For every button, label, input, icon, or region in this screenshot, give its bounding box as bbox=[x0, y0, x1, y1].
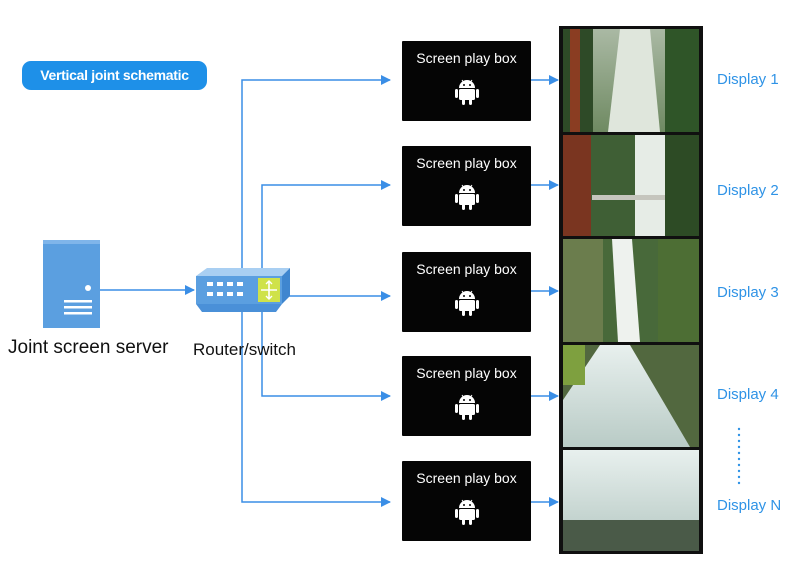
display-wall bbox=[559, 26, 703, 554]
display-label-4: Display 4 bbox=[717, 386, 779, 403]
play-box-label: Screen play box bbox=[416, 365, 517, 381]
android-icon bbox=[455, 499, 479, 525]
display-label-1: Display 1 bbox=[717, 71, 779, 88]
link-router-box-1 bbox=[241, 75, 391, 271]
link-router-box-4 bbox=[261, 312, 391, 401]
play-box-label: Screen play box bbox=[416, 155, 517, 171]
play-box-label: Screen play box bbox=[416, 261, 517, 277]
display-label-3: Display 3 bbox=[717, 284, 779, 301]
continuation-dots bbox=[737, 427, 741, 485]
router-switch-icon bbox=[196, 268, 290, 312]
play-box-4: Screen play box bbox=[402, 356, 531, 436]
android-icon bbox=[455, 79, 479, 105]
server-icon bbox=[43, 240, 100, 328]
play-box-label: Screen play box bbox=[416, 470, 517, 486]
link-router-box-5 bbox=[241, 312, 391, 507]
play-box-1: Screen play box bbox=[402, 41, 531, 121]
server-label: Joint screen server bbox=[8, 337, 169, 358]
router-label: Router/switch bbox=[193, 340, 296, 359]
android-icon bbox=[455, 290, 479, 316]
android-icon bbox=[455, 394, 479, 420]
play-box-2: Screen play box bbox=[402, 146, 531, 226]
display-label-2: Display 2 bbox=[717, 182, 779, 199]
android-icon bbox=[455, 184, 479, 210]
play-box-3: Screen play box bbox=[402, 252, 531, 332]
play-box-label: Screen play box bbox=[416, 50, 517, 66]
display-label-n: Display N bbox=[717, 497, 782, 514]
link-router-box-2 bbox=[261, 180, 391, 271]
title-badge: Vertical joint schematic bbox=[22, 61, 207, 90]
play-box-5: Screen play box bbox=[402, 461, 531, 541]
